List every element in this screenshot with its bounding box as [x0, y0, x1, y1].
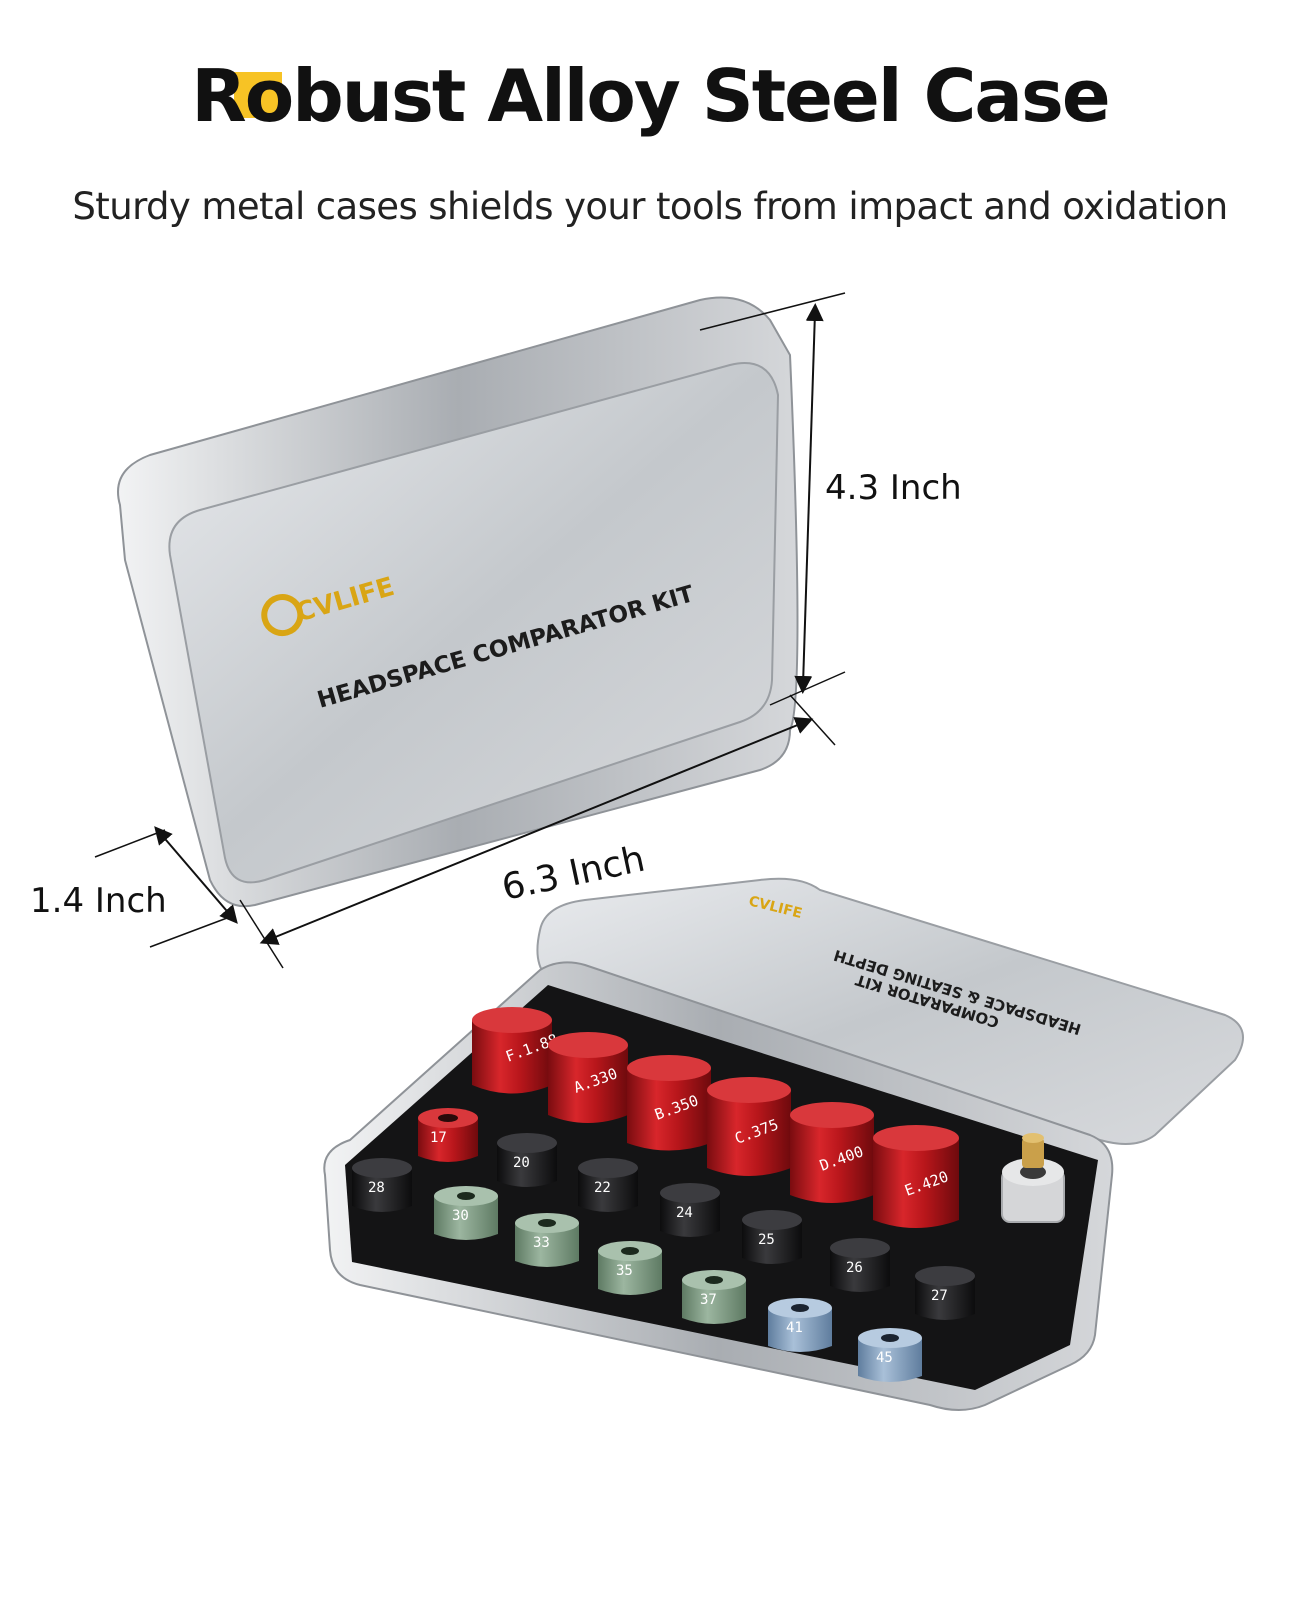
red-comparators-row: F.1.88 A.330 B.350 C.375 D.400	[472, 1007, 959, 1228]
width-dimension-arrow	[259, 717, 814, 945]
brass-adapter	[1001, 1133, 1065, 1223]
depth-label: 1.4 Inch	[30, 881, 167, 921]
piece-label: 45	[876, 1350, 893, 1366]
piece-label: 27	[931, 1288, 948, 1304]
red-comparator	[790, 1107, 874, 1203]
piece-label: 20	[513, 1155, 530, 1171]
red-comparator	[707, 1082, 791, 1176]
height-dimension-arrow	[794, 303, 824, 694]
closed-case: CVLIFE HEADSPACE COMPARATOR KIT	[117, 296, 799, 908]
piece-label: 25	[758, 1232, 775, 1248]
piece-label: 26	[846, 1260, 863, 1276]
page-title: Robust Alloy Steel Case	[191, 54, 1110, 138]
height-label: 4.3 Inch	[825, 468, 962, 508]
red-comparator	[472, 1012, 552, 1094]
brand-logo-icon	[261, 594, 304, 637]
red-comparator	[873, 1130, 959, 1228]
piece-label: 28	[368, 1180, 385, 1196]
piece-label: 37	[700, 1292, 717, 1308]
red-comparator	[548, 1037, 628, 1123]
piece-label: 30	[452, 1208, 469, 1224]
red-comparator	[627, 1060, 711, 1151]
small-comparators: 17 20 22 24 25	[352, 1108, 975, 1382]
piece-label: 24	[676, 1205, 693, 1221]
piece-label: 17	[430, 1130, 447, 1146]
page-subtitle: Sturdy metal cases shields your tools fr…	[72, 185, 1228, 228]
dimension-lines	[94, 292, 846, 969]
piece-label: 33	[533, 1235, 550, 1251]
open-case: CVLIFE HEADSPACE & SEATING DEPTH COMPARA…	[323, 877, 1244, 1411]
piece-label: 35	[616, 1263, 633, 1279]
piece-label: 41	[786, 1320, 803, 1336]
accent-square	[234, 72, 282, 118]
piece-label: 22	[594, 1180, 611, 1196]
title-wrap: Robust Alloy Steel Case	[0, 60, 1300, 132]
depth-dimension-arrow	[154, 826, 238, 924]
